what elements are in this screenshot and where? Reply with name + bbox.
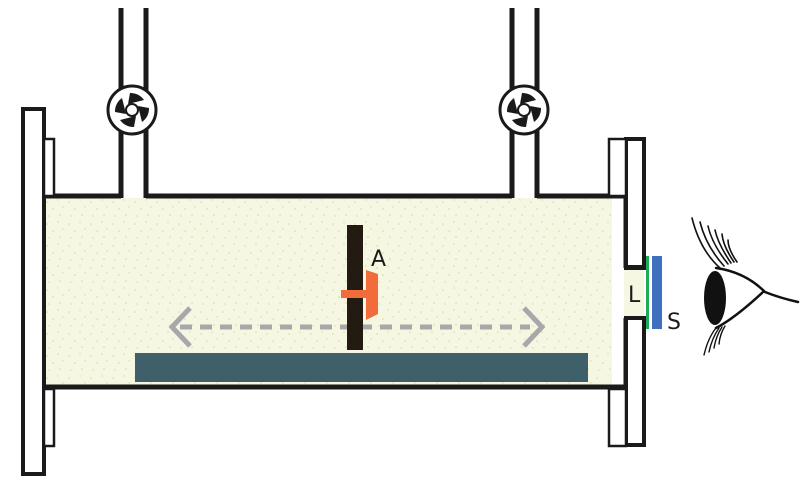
- motion-arrow: [168, 306, 546, 348]
- lens-window: [646, 256, 649, 329]
- right-valve-icon: [498, 84, 550, 136]
- screen-filter: [652, 256, 662, 329]
- label-lens: L: [628, 283, 641, 308]
- eye-icon: [691, 217, 800, 356]
- label-screen: S: [667, 310, 681, 335]
- probe-a: [341, 270, 378, 320]
- base-plate: [135, 353, 588, 382]
- left-flange: [21, 107, 56, 476]
- label-probe: A: [371, 247, 386, 272]
- probe-rod: [347, 225, 363, 350]
- left-valve-icon: [106, 84, 158, 136]
- viewport-opening: [624, 270, 644, 316]
